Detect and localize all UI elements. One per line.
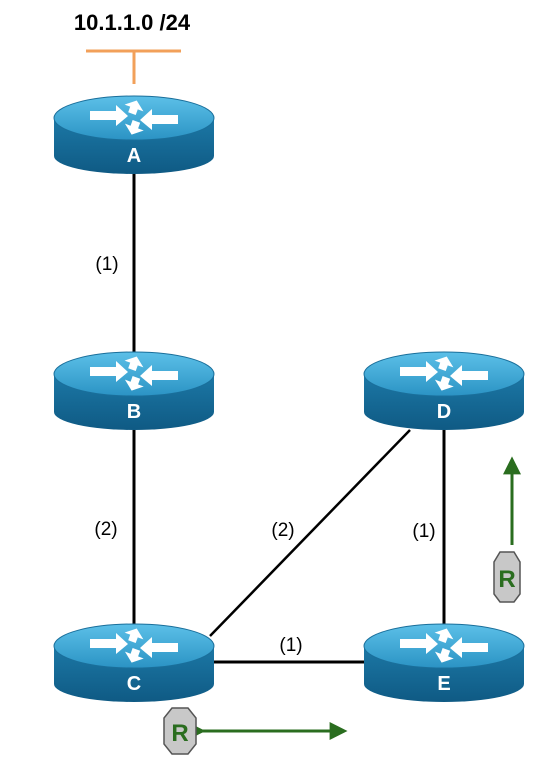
router-e: E xyxy=(363,623,525,703)
router-label-b: B xyxy=(127,401,141,423)
subnet-label: 10.1.1.0 /24 xyxy=(74,10,191,35)
router-b: B xyxy=(53,351,215,431)
cost-label-d-e: (1) xyxy=(412,521,435,542)
router-d: D xyxy=(363,351,525,431)
cost-label-c-e: (1) xyxy=(279,635,302,656)
cost-label-c-d: (2) xyxy=(271,520,294,541)
marker-badge xyxy=(163,707,197,755)
router-a: A xyxy=(53,95,215,175)
route-marker-e: R xyxy=(493,551,521,603)
cost-label-a-b: (1) xyxy=(95,254,118,275)
router-label-a: A xyxy=(127,145,141,167)
router-label-e: E xyxy=(437,673,450,695)
link-c-d xyxy=(209,429,411,637)
marker-letter-c: R xyxy=(171,720,188,747)
route-marker-c: R xyxy=(163,707,197,755)
marker-letter-e: R xyxy=(498,566,515,593)
router-label-d: D xyxy=(437,401,451,423)
marker-badge xyxy=(493,551,521,603)
router-c: C xyxy=(53,623,215,703)
cost-label-b-c: (2) xyxy=(94,519,117,540)
router-label-c: C xyxy=(127,673,141,695)
